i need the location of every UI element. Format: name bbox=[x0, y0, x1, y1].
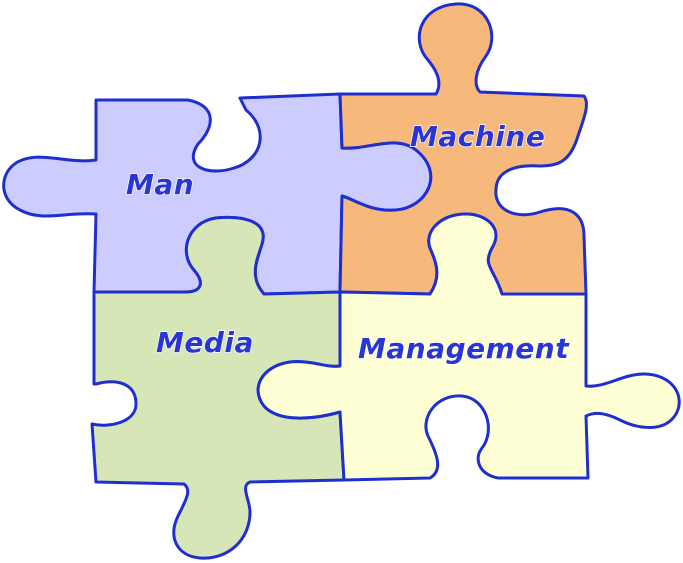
label-management: Management bbox=[358, 332, 570, 365]
puzzle-piece-management bbox=[256, 212, 681, 482]
label-man: Man bbox=[126, 168, 194, 201]
puzzle-piece-machine bbox=[338, 2, 588, 296]
label-media: Media bbox=[156, 326, 254, 359]
label-machine: Machine bbox=[410, 120, 545, 153]
